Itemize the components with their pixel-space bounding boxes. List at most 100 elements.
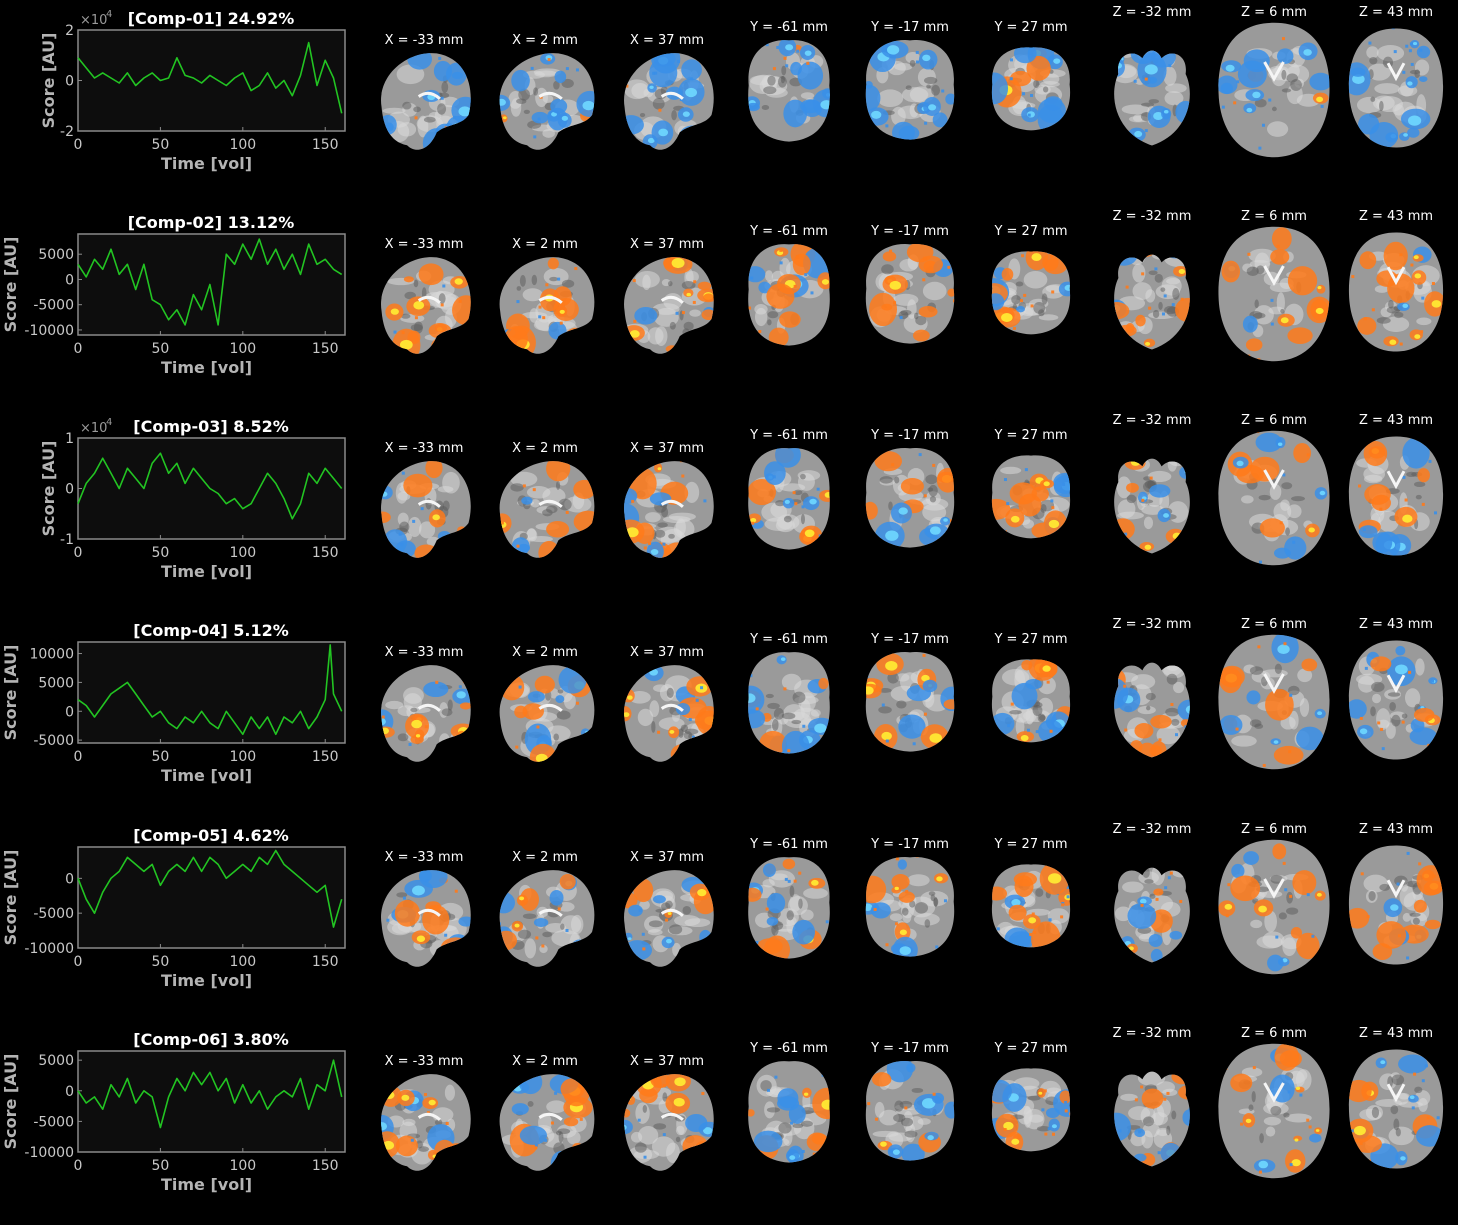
brain-slice-map	[489, 48, 601, 156]
slice-label: Y = -61 mm	[750, 837, 828, 852]
brain-slice-map	[1346, 26, 1446, 150]
slice-label: Z = 6 mm	[1241, 617, 1307, 632]
y-tick-label: -5000	[33, 906, 74, 922]
brain-slice-map	[741, 444, 837, 554]
brain-slice-map	[1104, 226, 1200, 356]
y-tick-label: 10000	[29, 647, 74, 663]
slice-label: Z = 6 mm	[1241, 5, 1307, 20]
slice-label: Z = -32 mm	[1113, 1026, 1192, 1041]
y-tick-label: -2	[60, 124, 74, 140]
brain-slice-map	[985, 248, 1077, 338]
brain-slice-map	[1104, 430, 1200, 560]
slice-label: X = 37 mm	[630, 1054, 704, 1069]
brain-slice-map	[985, 452, 1077, 542]
x-tick-label: 50	[151, 1158, 169, 1174]
plot-area	[78, 642, 345, 743]
brain-slice-map	[1215, 837, 1333, 977]
brain-slice-map	[1104, 22, 1200, 152]
y-tick-label: 0	[65, 1084, 74, 1100]
chart-title: [Comp-02] 13.12%	[128, 213, 295, 232]
slice-label: Z = -32 mm	[1113, 209, 1192, 224]
slice-label: X = 2 mm	[512, 850, 578, 865]
y-tick-label: -1	[60, 532, 74, 548]
brain-slice-map	[1346, 638, 1446, 762]
x-tick-label: 0	[74, 1158, 83, 1174]
brain-slice-map	[489, 1069, 601, 1177]
slice-label: Z = -32 mm	[1113, 822, 1192, 837]
brain-slice-map	[614, 865, 720, 973]
brain-slice-map	[371, 1069, 477, 1177]
slice-label: X = -33 mm	[385, 1054, 464, 1069]
x-tick-label: 0	[74, 954, 83, 970]
y-axis-label: Score [AU]	[1, 645, 20, 741]
y-tick-label: -5000	[33, 298, 74, 314]
slice-label: X = 2 mm	[512, 645, 578, 660]
slice-label: Z = 43 mm	[1359, 617, 1433, 632]
brain-slice-map	[858, 648, 962, 756]
slice-label: X = 2 mm	[512, 237, 578, 252]
x-axis-label: Time [vol]	[161, 1175, 252, 1194]
brain-slice-map	[371, 660, 477, 768]
slice-label: Z = 43 mm	[1359, 209, 1433, 224]
x-tick-label: 50	[151, 749, 169, 765]
slice-label: Y = -17 mm	[871, 224, 949, 239]
y-axis-label: Score [AU]	[39, 33, 58, 129]
slice-label: Y = -61 mm	[750, 1041, 828, 1056]
x-tick-label: 150	[312, 545, 339, 561]
slice-label: Y = -17 mm	[871, 632, 949, 647]
brain-slice-map	[741, 36, 837, 146]
slice-label: Y = 27 mm	[994, 1041, 1067, 1056]
y-axis-label: Score [AU]	[1, 237, 20, 333]
x-tick-label: 150	[312, 341, 339, 357]
brain-slice-map	[985, 656, 1077, 746]
x-axis-label: Time [vol]	[161, 766, 252, 785]
y-tick-label: -5000	[33, 1114, 74, 1130]
brain-slice-map	[1346, 434, 1446, 558]
brain-slice-map	[1215, 632, 1333, 772]
y-tick-label: 0	[65, 482, 74, 498]
slice-label: Y = -17 mm	[871, 20, 949, 35]
chart-title: [Comp-01] 24.92%	[128, 9, 295, 28]
y-tick-label: 5000	[38, 675, 74, 691]
slice-label: Y = -61 mm	[750, 224, 828, 239]
x-tick-label: 150	[312, 137, 339, 153]
x-tick-label: 100	[229, 954, 256, 970]
exponent-power: 4	[106, 417, 112, 428]
brain-slice-map	[1104, 634, 1200, 764]
brain-slice-map	[489, 660, 601, 768]
y-tick-label: 0	[65, 871, 74, 887]
chart-title: [Comp-05] 4.62%	[133, 826, 288, 845]
x-tick-label: 100	[229, 1158, 256, 1174]
x-tick-label: 50	[151, 137, 169, 153]
brain-slice-map	[858, 36, 962, 144]
brain-slice-map	[371, 456, 477, 564]
x-tick-label: 0	[74, 545, 83, 561]
brain-slice-map	[1215, 1041, 1333, 1181]
x-tick-label: 150	[312, 1158, 339, 1174]
y-axis-label: Score [AU]	[39, 441, 58, 537]
chart-title: [Comp-04] 5.12%	[133, 621, 288, 640]
x-tick-label: 100	[229, 137, 256, 153]
brain-slice-map	[614, 48, 720, 156]
y-axis-label: Score [AU]	[1, 1054, 20, 1150]
slice-label: Z = 43 mm	[1359, 1026, 1433, 1041]
brain-slice-map	[858, 853, 962, 961]
slice-label: X = -33 mm	[385, 33, 464, 48]
brain-slice-map	[371, 865, 477, 973]
slice-label: Z = 43 mm	[1359, 413, 1433, 428]
y-tick-label: 0	[65, 704, 74, 720]
slice-label: X = 37 mm	[630, 33, 704, 48]
x-axis-label: Time [vol]	[161, 971, 252, 990]
exponent-power: 4	[106, 9, 112, 20]
x-tick-label: 50	[151, 545, 169, 561]
x-tick-label: 150	[312, 749, 339, 765]
slice-label: Z = 43 mm	[1359, 5, 1433, 20]
slice-label: Y = -17 mm	[871, 428, 949, 443]
brain-slice-map	[614, 456, 720, 564]
brain-slice-map	[741, 1057, 837, 1167]
